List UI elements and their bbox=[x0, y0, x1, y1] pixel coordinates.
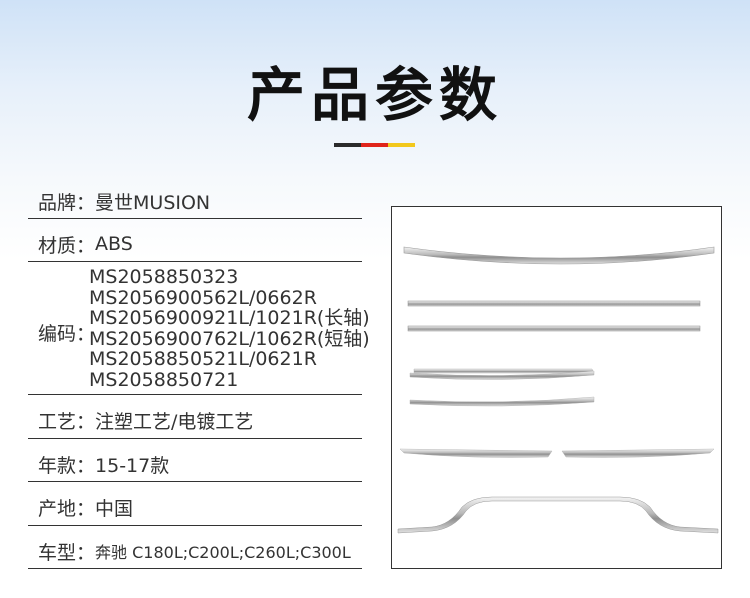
spec-row-year: 年款： 15-17款 bbox=[28, 439, 362, 482]
spec-row-models: 车型： 奔驰 C180L;C200L;C260L;C300L bbox=[28, 526, 362, 569]
spec-value-process: 注塑工艺/电镀工艺 bbox=[95, 411, 254, 433]
spec-label-material: 材质： bbox=[38, 234, 96, 257]
spec-label-origin: 产地： bbox=[38, 498, 96, 520]
spec-label-models: 车型： bbox=[38, 541, 96, 564]
spec-value-origin: 中国 bbox=[95, 498, 134, 520]
trim-strip-left bbox=[399, 448, 553, 458]
spec-table: 品牌： 曼世MUSION 材质： ABS 编码： MS2058850323 MS… bbox=[28, 185, 370, 569]
code-item: MS2058850521L/0621R bbox=[89, 348, 317, 370]
spec-value-material: ABS bbox=[95, 233, 133, 255]
trim-strip-thin-2 bbox=[407, 325, 701, 332]
code-item: MS2058850323 bbox=[89, 266, 239, 288]
spec-row-origin: 产地： 中国 bbox=[28, 482, 362, 526]
spec-label-year: 年款： bbox=[38, 454, 96, 477]
spec-label-brand: 品牌： bbox=[38, 192, 96, 214]
german-flag-divider bbox=[334, 143, 415, 147]
trim-strip-thin-1 bbox=[407, 300, 701, 307]
trim-strip-mid-2 bbox=[409, 396, 595, 407]
code-item: MS2056900562L/0662R bbox=[89, 286, 317, 309]
spec-value-year: 15-17款 bbox=[95, 454, 170, 477]
flag-stripe-gold bbox=[388, 143, 415, 147]
flag-stripe-black bbox=[334, 143, 361, 147]
spec-value-brand: 曼世MUSION bbox=[95, 192, 211, 214]
code-item: MS2056900762L/1062R(短轴) bbox=[89, 327, 370, 350]
trim-strip-right bbox=[561, 448, 715, 458]
spec-row-brand: 品牌： 曼世MUSION bbox=[28, 185, 362, 219]
spec-label-codes: 编码： bbox=[38, 323, 96, 345]
chrome-trim-illustration bbox=[397, 246, 719, 534]
trim-strip-top bbox=[403, 246, 715, 265]
trim-strip-mid-1b bbox=[409, 370, 595, 380]
page-title: 产品参数 bbox=[246, 61, 503, 129]
code-item: MS2058850721 bbox=[89, 368, 239, 391]
spec-row-material: 材质： ABS bbox=[28, 219, 362, 262]
code-item: MS2056900921L/1021R(长轴) bbox=[89, 307, 370, 329]
flag-stripe-red bbox=[361, 143, 388, 147]
trim-strip-mid-1 bbox=[413, 368, 595, 374]
spec-value-models: 奔驰 C180L;C200L;C260L;C300L bbox=[95, 543, 351, 562]
product-photo bbox=[391, 206, 722, 569]
code-list: MS2058850323 MS2056900562L/0662R MS20569… bbox=[89, 267, 370, 390]
spec-row-codes: 编码： MS2058850323 MS2056900562L/0662R MS2… bbox=[28, 262, 370, 395]
spec-row-process: 工艺： 注塑工艺/电镀工艺 bbox=[28, 395, 362, 439]
spec-label-process: 工艺： bbox=[38, 411, 96, 433]
trim-bar-bottom bbox=[397, 496, 719, 534]
